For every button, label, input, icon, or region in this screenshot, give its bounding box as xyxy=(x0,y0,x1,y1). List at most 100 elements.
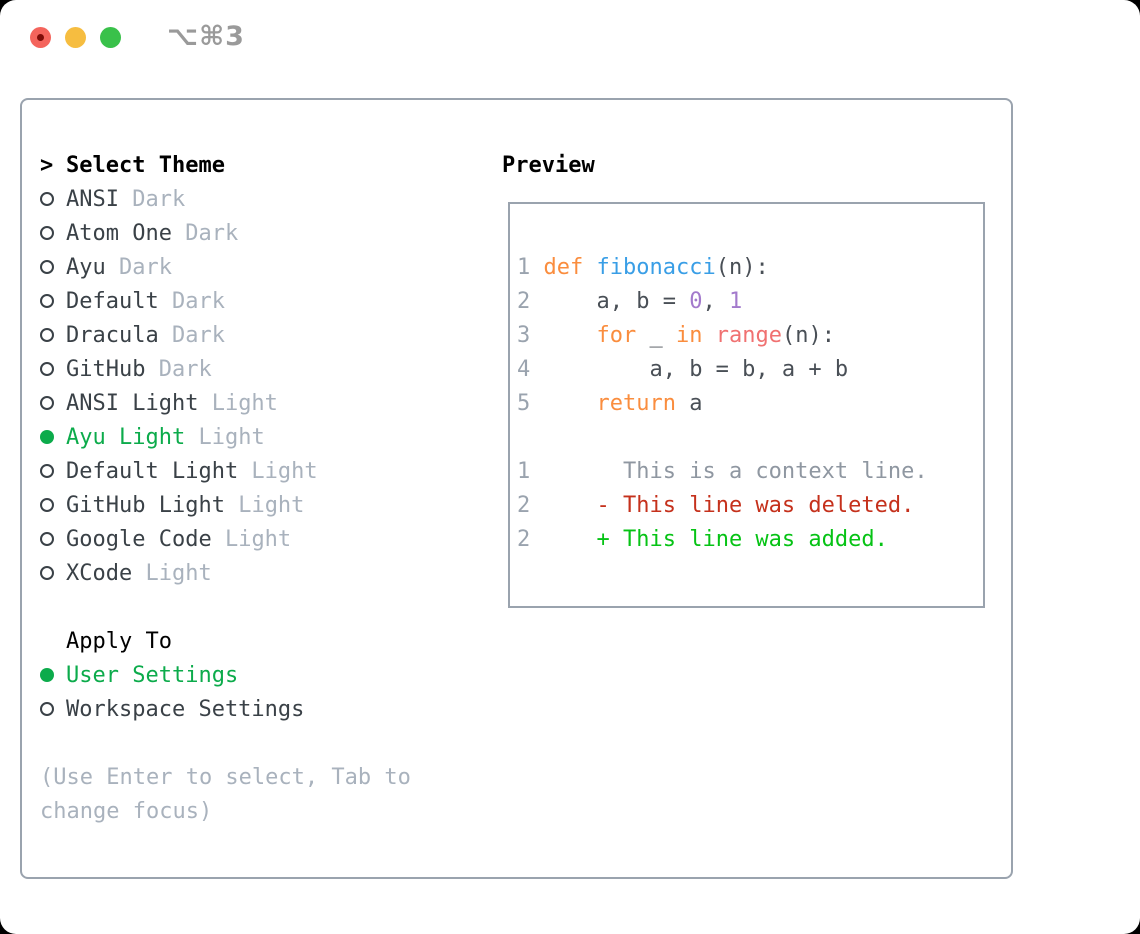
titlebar: ⌥⌘3 xyxy=(0,0,1140,97)
token-builtin: range xyxy=(715,323,782,348)
line-number: 2 xyxy=(517,493,531,518)
variant-label: Light xyxy=(211,527,292,552)
line-number: 2 xyxy=(517,527,531,552)
radio-icon xyxy=(40,387,66,421)
variant-label: Light xyxy=(224,493,305,518)
variant-label: Dark xyxy=(158,289,225,314)
help-text: (Use Enter to select, Tab to change focu… xyxy=(40,765,411,824)
diff-marker xyxy=(596,459,609,484)
option-label: XCode xyxy=(66,561,133,586)
spacer xyxy=(40,727,486,761)
option-label: Workspace Settings xyxy=(66,697,305,722)
option-label: Default xyxy=(66,289,159,314)
radio-selected-icon xyxy=(40,659,66,693)
close-button[interactable] xyxy=(30,27,51,48)
diff-line-added: 2 + This line was added. xyxy=(517,523,983,557)
code-line: 1 def fibonacci(n): xyxy=(517,251,983,285)
diff-text: This line was added. xyxy=(622,527,888,552)
theme-option[interactable]: Default Dark xyxy=(40,285,486,319)
theme-option[interactable]: Atom One Dark xyxy=(40,217,486,251)
line-number: 1 xyxy=(517,255,531,280)
theme-option[interactable]: Google Code Light xyxy=(40,523,486,557)
code-line: 2 a, b = 0, 1 xyxy=(517,285,983,319)
variant-label: Dark xyxy=(105,255,172,280)
theme-option[interactable]: Default Light Light xyxy=(40,455,486,489)
theme-option[interactable]: ANSI Light Light xyxy=(40,387,486,421)
apply-option[interactable]: User Settings xyxy=(40,659,486,693)
variant-label: Dark xyxy=(145,357,212,382)
token-plain xyxy=(583,255,596,280)
token-plain xyxy=(544,391,597,416)
spacer xyxy=(517,421,983,455)
preview-heading: Preview xyxy=(502,153,595,178)
code-line: 3 for _ in range(n): xyxy=(517,319,983,353)
token-function: fibonacci xyxy=(596,255,716,280)
radio-icon xyxy=(40,353,66,387)
radio-icon xyxy=(40,251,66,285)
theme-option[interactable]: XCode Light xyxy=(40,557,486,591)
radio-icon xyxy=(40,489,66,523)
diff-marker: + xyxy=(596,527,610,552)
theme-option[interactable]: Ayu Dark xyxy=(40,251,486,285)
line-number: 2 xyxy=(517,289,531,314)
token-plain: _ xyxy=(636,323,676,348)
theme-option[interactable]: GitHub Dark xyxy=(40,353,486,387)
diff-marker: - xyxy=(596,493,610,518)
diff-line-deleted: 2 - This line was deleted. xyxy=(517,489,983,523)
option-label: User Settings xyxy=(66,663,239,688)
apply-to-title: Apply To xyxy=(66,629,172,654)
select-theme-header: > Select Theme xyxy=(40,149,486,183)
variant-label: Light xyxy=(185,425,265,450)
token-plain: a, b = xyxy=(543,289,690,314)
line-number: 5 xyxy=(517,391,531,416)
select-theme-title: Select Theme xyxy=(66,153,225,178)
diff-text: This is a context line. xyxy=(622,459,928,484)
code-line: 4 a, b = b, a + b xyxy=(517,353,983,387)
radio-icon xyxy=(40,523,66,557)
option-label: Default Light xyxy=(66,459,239,484)
radio-icon xyxy=(40,319,66,353)
variant-label: Dark xyxy=(158,323,225,348)
option-label: ANSI xyxy=(66,187,119,212)
option-label: Google Code xyxy=(66,527,212,552)
radio-icon xyxy=(40,557,66,591)
theme-option[interactable]: Ayu Light Light xyxy=(40,421,486,455)
token-keyword: for xyxy=(596,323,637,348)
code-line: 5 return a xyxy=(517,387,983,421)
minimize-button[interactable] xyxy=(65,27,86,48)
token-number: 1 xyxy=(728,289,743,314)
radio-icon xyxy=(40,455,66,489)
theme-option[interactable]: Dracula Dark xyxy=(40,319,486,353)
cursor-marker-icon: > xyxy=(40,153,54,178)
token-plain xyxy=(544,323,597,348)
option-label: GitHub Light xyxy=(66,493,225,518)
radio-icon xyxy=(40,217,66,251)
diff-line-context: 1 This is a context line. xyxy=(517,455,983,489)
token-plain: (n): xyxy=(781,323,835,348)
token-plain: , xyxy=(702,289,729,314)
variant-label: Dark xyxy=(171,221,239,246)
theme-option[interactable]: GitHub Light Light xyxy=(40,489,486,523)
apply-option[interactable]: Workspace Settings xyxy=(40,693,486,727)
radio-selected-icon xyxy=(40,421,66,455)
variant-label: Light xyxy=(132,561,212,586)
radio-icon xyxy=(40,183,66,217)
theme-option[interactable]: ANSI Dark xyxy=(40,183,486,217)
option-label: Dracula xyxy=(66,323,159,348)
radio-icon xyxy=(40,693,66,727)
variant-label: Light xyxy=(198,391,278,416)
option-label: Atom One xyxy=(66,221,172,246)
option-label: Ayu xyxy=(66,255,106,280)
line-number: 3 xyxy=(517,323,531,348)
spacer xyxy=(40,591,486,625)
token-plain: a xyxy=(675,391,703,416)
option-label: ANSI Light xyxy=(66,391,199,416)
token-number: 0 xyxy=(689,289,703,314)
token-keyword: in xyxy=(675,323,703,348)
diff-text: This line was deleted. xyxy=(622,493,915,518)
zoom-button[interactable] xyxy=(100,27,121,48)
